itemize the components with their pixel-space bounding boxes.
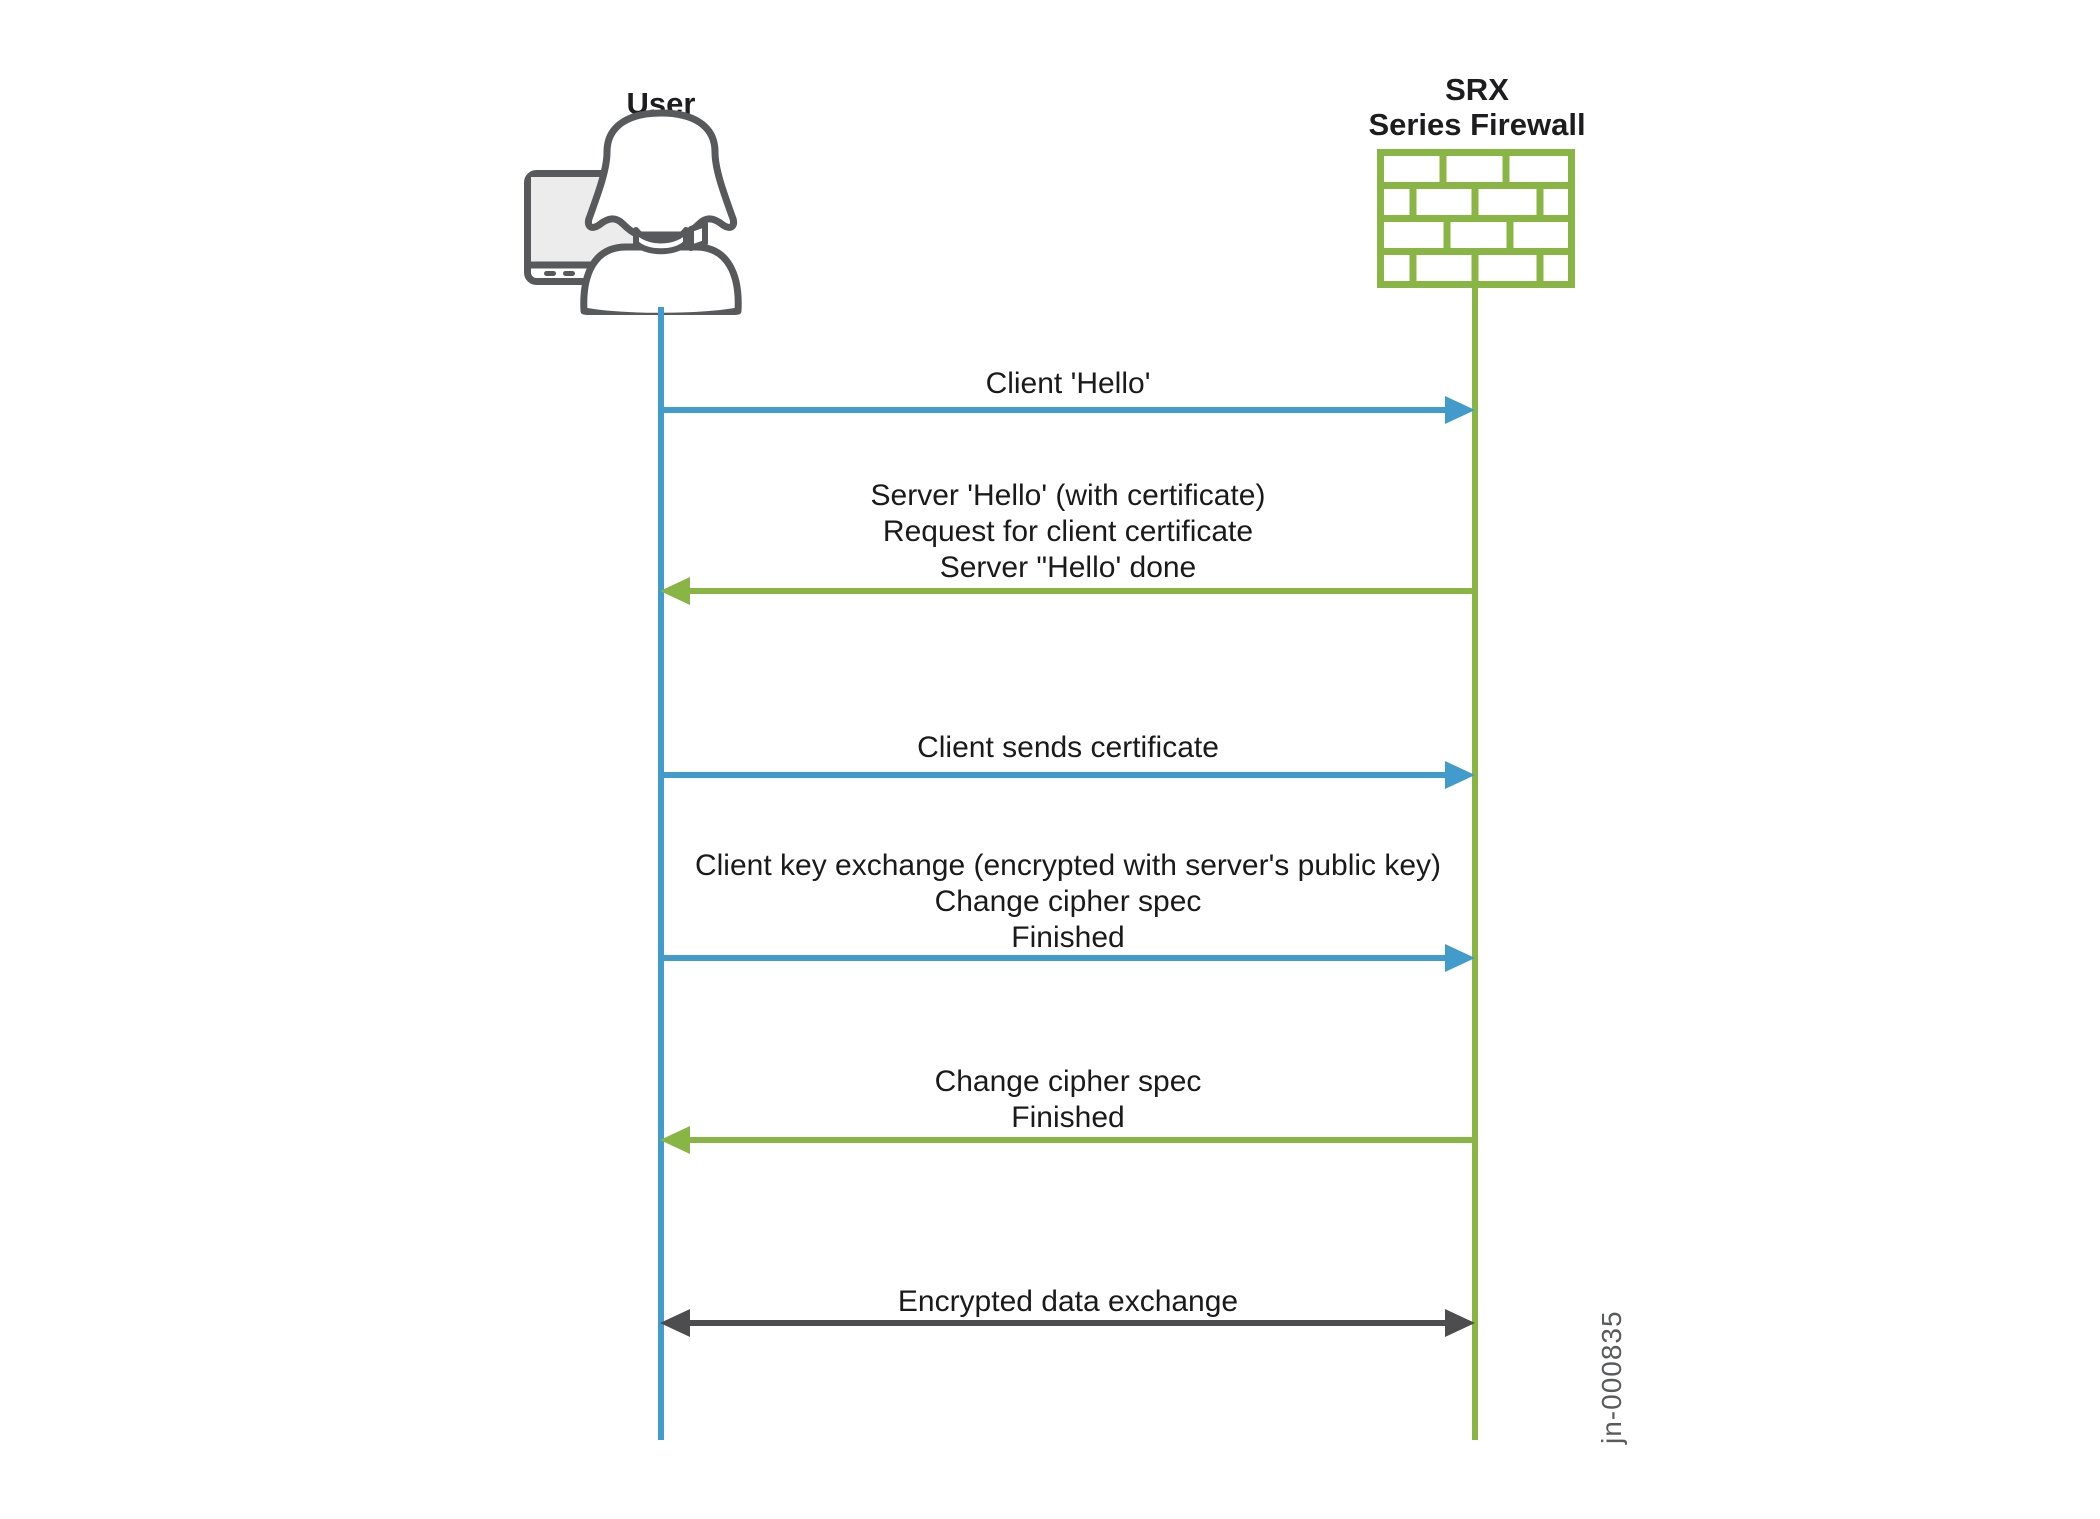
message-arrow-server-hello <box>660 577 1474 605</box>
user-at-computer-icon <box>524 109 742 315</box>
message-text: Change cipher spec <box>934 885 1202 918</box>
message-label: Server 'Hello' (with certificate) Reques… <box>661 478 1475 586</box>
arrow-shaft <box>661 955 1448 961</box>
arrowhead-right-icon <box>1445 944 1475 972</box>
message-arrow-server-cipher-spec <box>660 1126 1474 1154</box>
message-arrow-encrypted-data <box>660 1309 1475 1337</box>
message-arrow-client-certificate <box>661 761 1475 789</box>
message-text: Finished <box>1011 1101 1125 1134</box>
arrow-shaft <box>687 588 1474 594</box>
figure-id: jn-000835 <box>1596 1310 1627 1444</box>
message-label: Client sends certificate <box>661 730 1475 766</box>
lifeline-firewall <box>1472 284 1478 1440</box>
message-text: Finished <box>1011 921 1125 954</box>
message-arrow-client-key-exchange <box>661 944 1475 972</box>
message-text: Encrypted data exchange <box>897 1285 1239 1318</box>
message-arrow-client-hello <box>661 396 1475 424</box>
arrow-shaft <box>661 407 1448 413</box>
arrow-shaft <box>687 1320 1448 1326</box>
message-text: Server 'Hello' (with certificate) <box>870 479 1266 512</box>
arrowhead-right-icon <box>1445 761 1475 789</box>
message-text: Request for client certificate <box>882 515 1254 548</box>
arrowhead-left-icon <box>660 577 690 605</box>
arrowhead-left-icon <box>660 1309 690 1337</box>
message-text: Client sends certificate <box>917 731 1219 764</box>
message-label: Client key exchange (encrypted with serv… <box>661 848 1475 956</box>
message-label: Client 'Hello' <box>661 366 1475 402</box>
arrow-shaft <box>661 772 1448 778</box>
message-text: Client 'Hello' <box>985 367 1151 400</box>
message-label: Change cipher spec Finished <box>661 1064 1475 1136</box>
message-text: Change cipher spec <box>934 1065 1202 1098</box>
arrow-shaft <box>687 1137 1474 1143</box>
arrowhead-left-icon <box>660 1126 690 1154</box>
firewall-brick-wall-icon <box>1377 149 1575 288</box>
arrowhead-right-icon <box>1445 1309 1475 1337</box>
arrowhead-right-icon <box>1445 396 1475 424</box>
message-label: Encrypted data exchange <box>661 1284 1475 1320</box>
message-text: Server "Hello' done <box>939 551 1197 584</box>
actor-label-firewall-line2: Series Firewall <box>1368 107 1586 142</box>
actor-label-firewall-line1: SRX <box>1445 72 1509 107</box>
actor-label-firewall: SRX Series Firewall <box>1342 72 1612 142</box>
lifeline-user <box>658 307 664 1440</box>
message-text: Client key exchange (encrypted with serv… <box>694 849 1442 882</box>
